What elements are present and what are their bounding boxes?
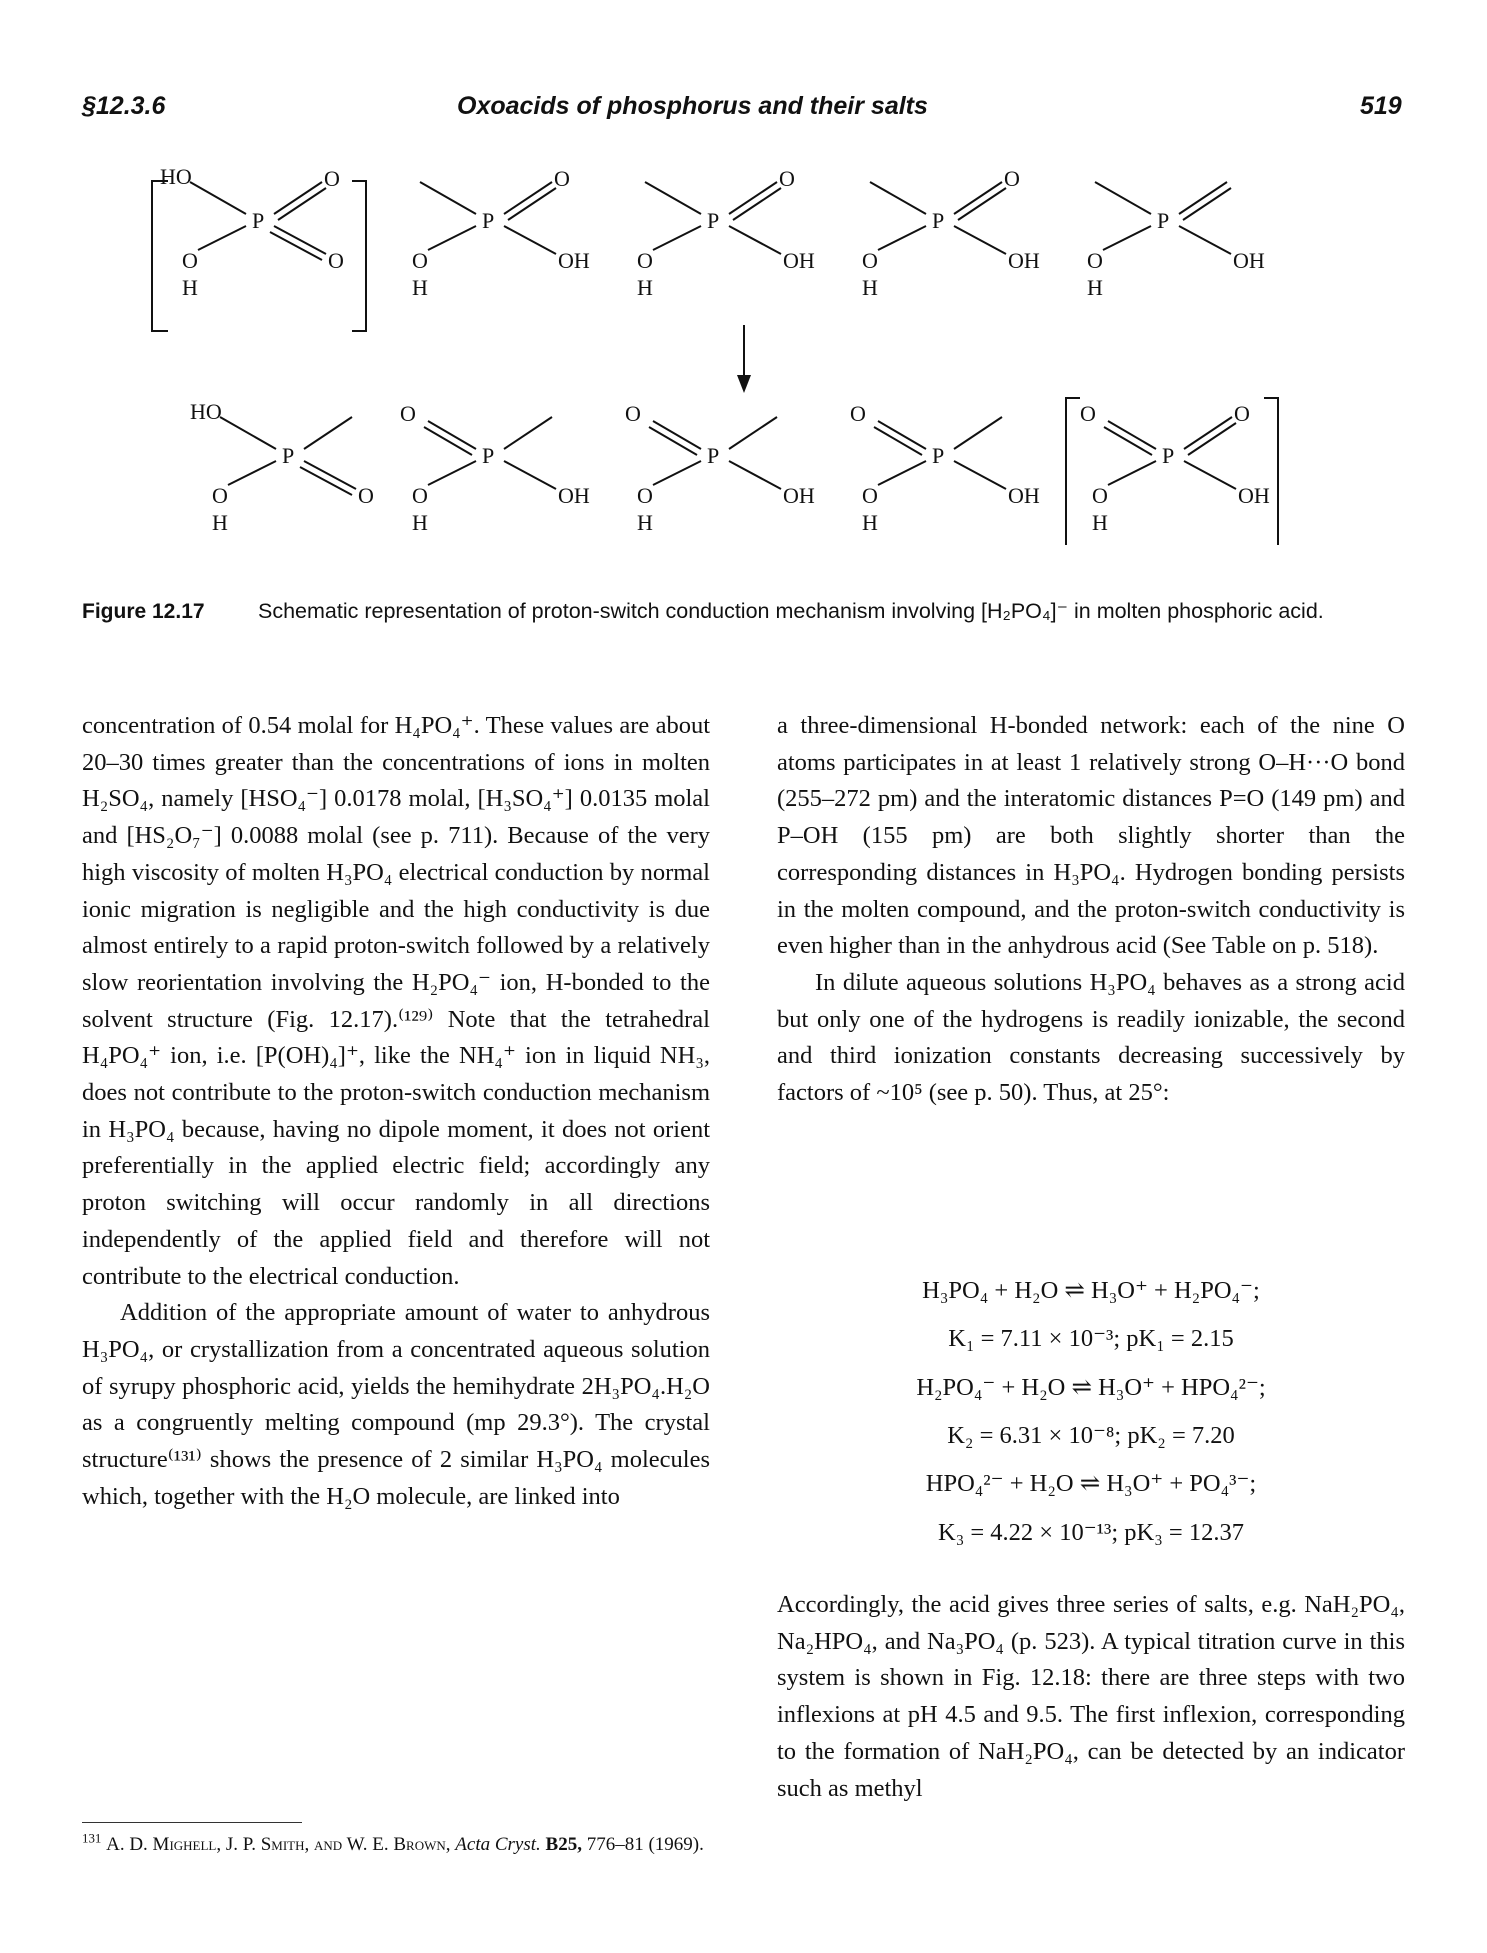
left-column: concentration of 0.54 molal for H₄PO₄⁺. … — [82, 708, 710, 1515]
oxygen-label: O — [1092, 483, 1108, 508]
oxygen-label: O — [637, 248, 653, 273]
phosphorus-atom: P — [1157, 208, 1169, 233]
hydrogen-label: H — [412, 275, 428, 300]
hydroxyl-label: HO — [160, 165, 192, 189]
oxygen-label: OH — [783, 248, 815, 273]
oxygen-label: O — [779, 166, 795, 191]
phosphorus-atom: P — [482, 443, 494, 468]
hydrogen-label: H — [637, 275, 653, 300]
header-page-number: 519 — [1360, 92, 1402, 120]
caption-text: Schematic representation of proton-switc… — [258, 599, 1324, 623]
footnote-number: 131 — [82, 1830, 102, 1846]
oxygen-label: OH — [1008, 248, 1040, 273]
hydroxyl-label: HO — [190, 399, 222, 424]
left-paragraph-1: concentration of 0.54 molal for H₄PO₄⁺. … — [82, 712, 710, 1290]
phosphorus-atom: P — [482, 208, 494, 233]
oxygen-label: O — [324, 166, 340, 191]
header-section: §12.3.6 — [82, 92, 166, 120]
phosphorus-atom: P — [282, 443, 294, 468]
oxygen-label: OH — [783, 483, 815, 508]
footnote-volume: B25, — [545, 1834, 582, 1855]
oxygen-label: O — [625, 401, 641, 426]
phosphorus-atom: P — [707, 443, 719, 468]
right-paragraph-1: a three-dimensional H-bonded network: ea… — [777, 712, 1405, 960]
footnote-authors: A. D. Mighell, J. P. Smith, and W. E. Br… — [106, 1834, 451, 1855]
oxygen-label: O — [862, 248, 878, 273]
oxygen-label: O — [412, 483, 428, 508]
oxygen-label: OH — [558, 248, 590, 273]
equilibrium-constant-3: K₃ = 4.22 × 10⁻¹³; pK₃ = 12.37 — [938, 1519, 1244, 1546]
oxygen-label: O — [182, 248, 198, 273]
oxygen-label: O — [400, 401, 416, 426]
hydrogen-label: H — [637, 510, 653, 535]
phosphorus-atom: P — [252, 208, 264, 233]
header-title: Oxoacids of phosphorus and their salts — [457, 92, 928, 120]
oxygen-label: OH — [558, 483, 590, 508]
footnote: 131 A. D. Mighell, J. P. Smith, and W. E… — [82, 1830, 710, 1857]
phosphorus-atom: P — [932, 443, 944, 468]
right-column: a three-dimensional H-bonded network: ea… — [777, 708, 1405, 1112]
proton-switch-figure: PHOOHOOPOHOOHPOHOOHPOHOOHPOHOHPHOOHOPOOH… — [151, 165, 1279, 545]
oxygen-label: O — [1080, 401, 1096, 426]
equation-3: HPO₄²⁻ + H₂O ⇌ H₃O⁺ + PO₄³⁻; — [925, 1470, 1257, 1497]
footnote-rule — [82, 1822, 302, 1823]
left-paragraph-2: Addition of the appropriate amount of wa… — [82, 1299, 710, 1510]
oxygen-label: O — [1087, 248, 1103, 273]
hydrogen-label: H — [862, 510, 878, 535]
footnote-pages: 776–81 (1969). — [586, 1834, 704, 1855]
oxygen-label: O — [862, 483, 878, 508]
oxygen-label: O — [358, 483, 374, 508]
oxygen-label: OH — [1008, 483, 1040, 508]
oxygen-label: O — [850, 401, 866, 426]
equation-2: H₂PO₄⁻ + H₂O ⇌ H₃O⁺ + HPO₄²⁻; — [916, 1374, 1266, 1401]
oxygen-label: O — [554, 166, 570, 191]
hydrogen-label: H — [412, 510, 428, 535]
hydrogen-label: H — [862, 275, 878, 300]
phosphorus-atom: P — [932, 208, 944, 233]
hydrogen-label: H — [1087, 275, 1103, 300]
oxygen-label: O — [328, 248, 344, 273]
right-paragraph-2: In dilute aqueous solutions H₃PO₄ behave… — [777, 968, 1405, 1107]
right-column-continued: Accordingly, the acid gives three series… — [777, 1587, 1405, 1807]
phosphorus-atom: P — [707, 208, 719, 233]
right-paragraph-3: Accordingly, the acid gives three series… — [777, 1591, 1405, 1802]
hydrogen-label: H — [1092, 510, 1108, 535]
oxygen-label: O — [1004, 166, 1020, 191]
footnote-journal: Acta Cryst. — [455, 1834, 541, 1855]
oxygen-label: OH — [1238, 483, 1270, 508]
hydrogen-label: H — [182, 275, 198, 300]
oxygen-label: OH — [1233, 248, 1265, 273]
phosphorus-atom: P — [1162, 443, 1174, 468]
equilibrium-constant-1: K₁ = 7.11 × 10⁻³; pK₁ = 2.15 — [948, 1325, 1234, 1352]
equilibrium-constant-2: K₂ = 6.31 × 10⁻⁸; pK₂ = 7.20 — [947, 1422, 1235, 1449]
oxygen-label: O — [637, 483, 653, 508]
equation-1: H₃PO₄ + H₂O ⇌ H₃O⁺ + H₂PO₄⁻; — [922, 1277, 1260, 1304]
hydrogen-label: H — [212, 510, 228, 535]
oxygen-label: O — [1234, 401, 1250, 426]
caption-label: Figure 12.17 — [82, 600, 205, 623]
oxygen-label: O — [412, 248, 428, 273]
oxygen-label: O — [212, 483, 228, 508]
